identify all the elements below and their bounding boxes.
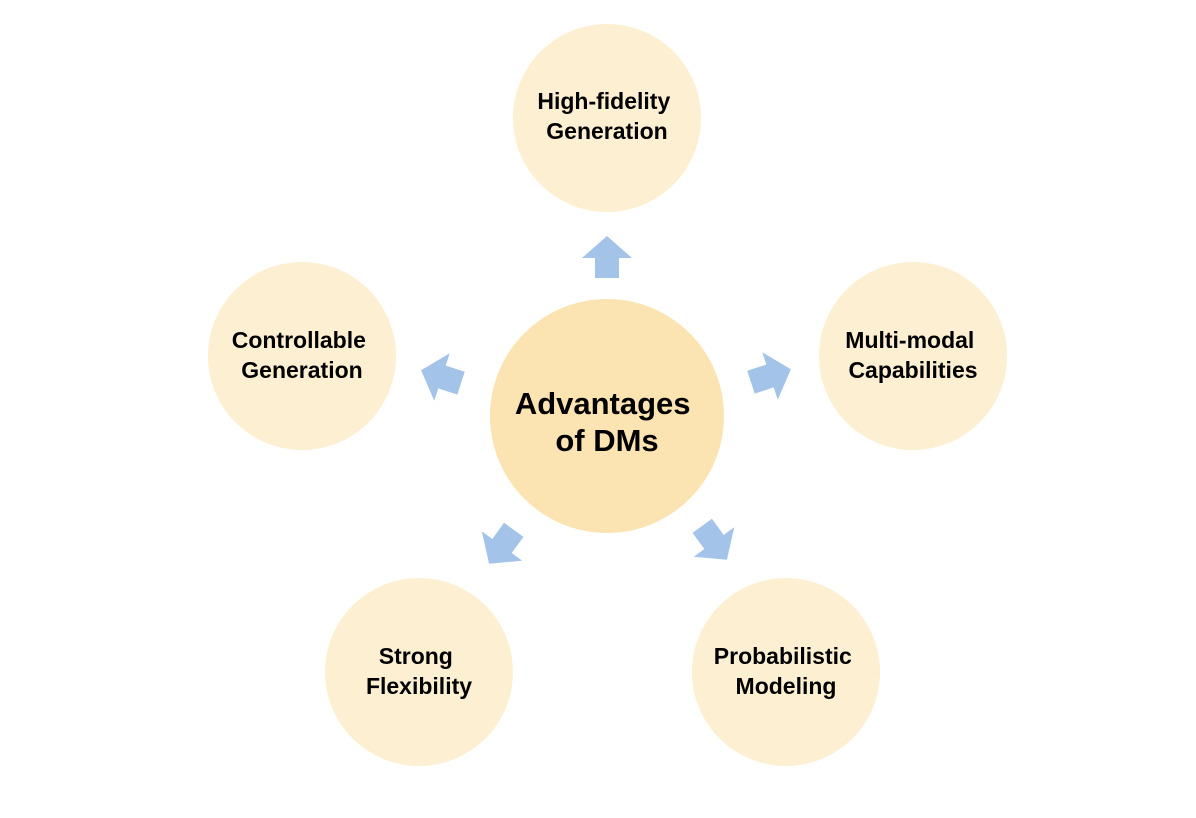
node-circle xyxy=(325,578,513,766)
node-high-fidelity-generation: High-fidelity Generation xyxy=(513,24,701,212)
node-label-line-2: Generation xyxy=(241,357,362,383)
node-multi-modal-capabilities: Multi-modal Capabilities xyxy=(819,262,1007,450)
center-node: Advantages of DMs xyxy=(490,299,724,533)
node-label-line-2: Capabilities xyxy=(848,357,977,383)
node-label-line-1: Probabilistic xyxy=(714,643,852,669)
center-label-line-2: of DMs xyxy=(555,423,658,458)
node-label-line-1: Controllable xyxy=(232,327,366,353)
center-label-line-1: Advantages xyxy=(515,386,691,421)
arrow-icon xyxy=(481,522,524,564)
arrow-to-probabilistic xyxy=(692,518,735,560)
node-circle xyxy=(819,262,1007,450)
node-label-line-2: Modeling xyxy=(736,673,837,699)
arrow-to-multi-modal xyxy=(747,352,791,400)
arrow-icon xyxy=(692,518,735,560)
node-label-line-1: Strong xyxy=(379,643,453,669)
node-label-line-1: Multi-modal xyxy=(845,327,974,353)
arrow-to-high-fidelity xyxy=(582,236,632,278)
arrow-icon xyxy=(582,236,632,278)
center-circle xyxy=(490,299,724,533)
node-probabilistic-modeling: Probabilistic Modeling xyxy=(692,578,880,766)
node-controllable-generation: Controllable Generation xyxy=(208,262,396,450)
node-circle xyxy=(513,24,701,212)
node-circle xyxy=(692,578,880,766)
node-label-line-1: High-fidelity xyxy=(537,88,670,114)
node-label-line-2: Flexibility xyxy=(366,673,472,699)
node-label-line-2: Generation xyxy=(546,118,667,144)
node-label: Strong Flexibility xyxy=(366,643,472,699)
arrow-to-strong-flexibility xyxy=(481,522,524,564)
center-label: Advantages of DMs xyxy=(515,386,699,458)
arrow-icon xyxy=(421,353,465,401)
arrow-icon xyxy=(747,352,791,400)
node-label: Probabilistic Modeling xyxy=(714,643,858,699)
arrow-to-controllable xyxy=(421,353,465,401)
node-strong-flexibility: Strong Flexibility xyxy=(325,578,513,766)
node-label: High-fidelity Generation xyxy=(537,88,676,144)
node-circle xyxy=(208,262,396,450)
node-label: Multi-modal Capabilities xyxy=(845,327,980,383)
node-label: Controllable Generation xyxy=(232,327,373,383)
